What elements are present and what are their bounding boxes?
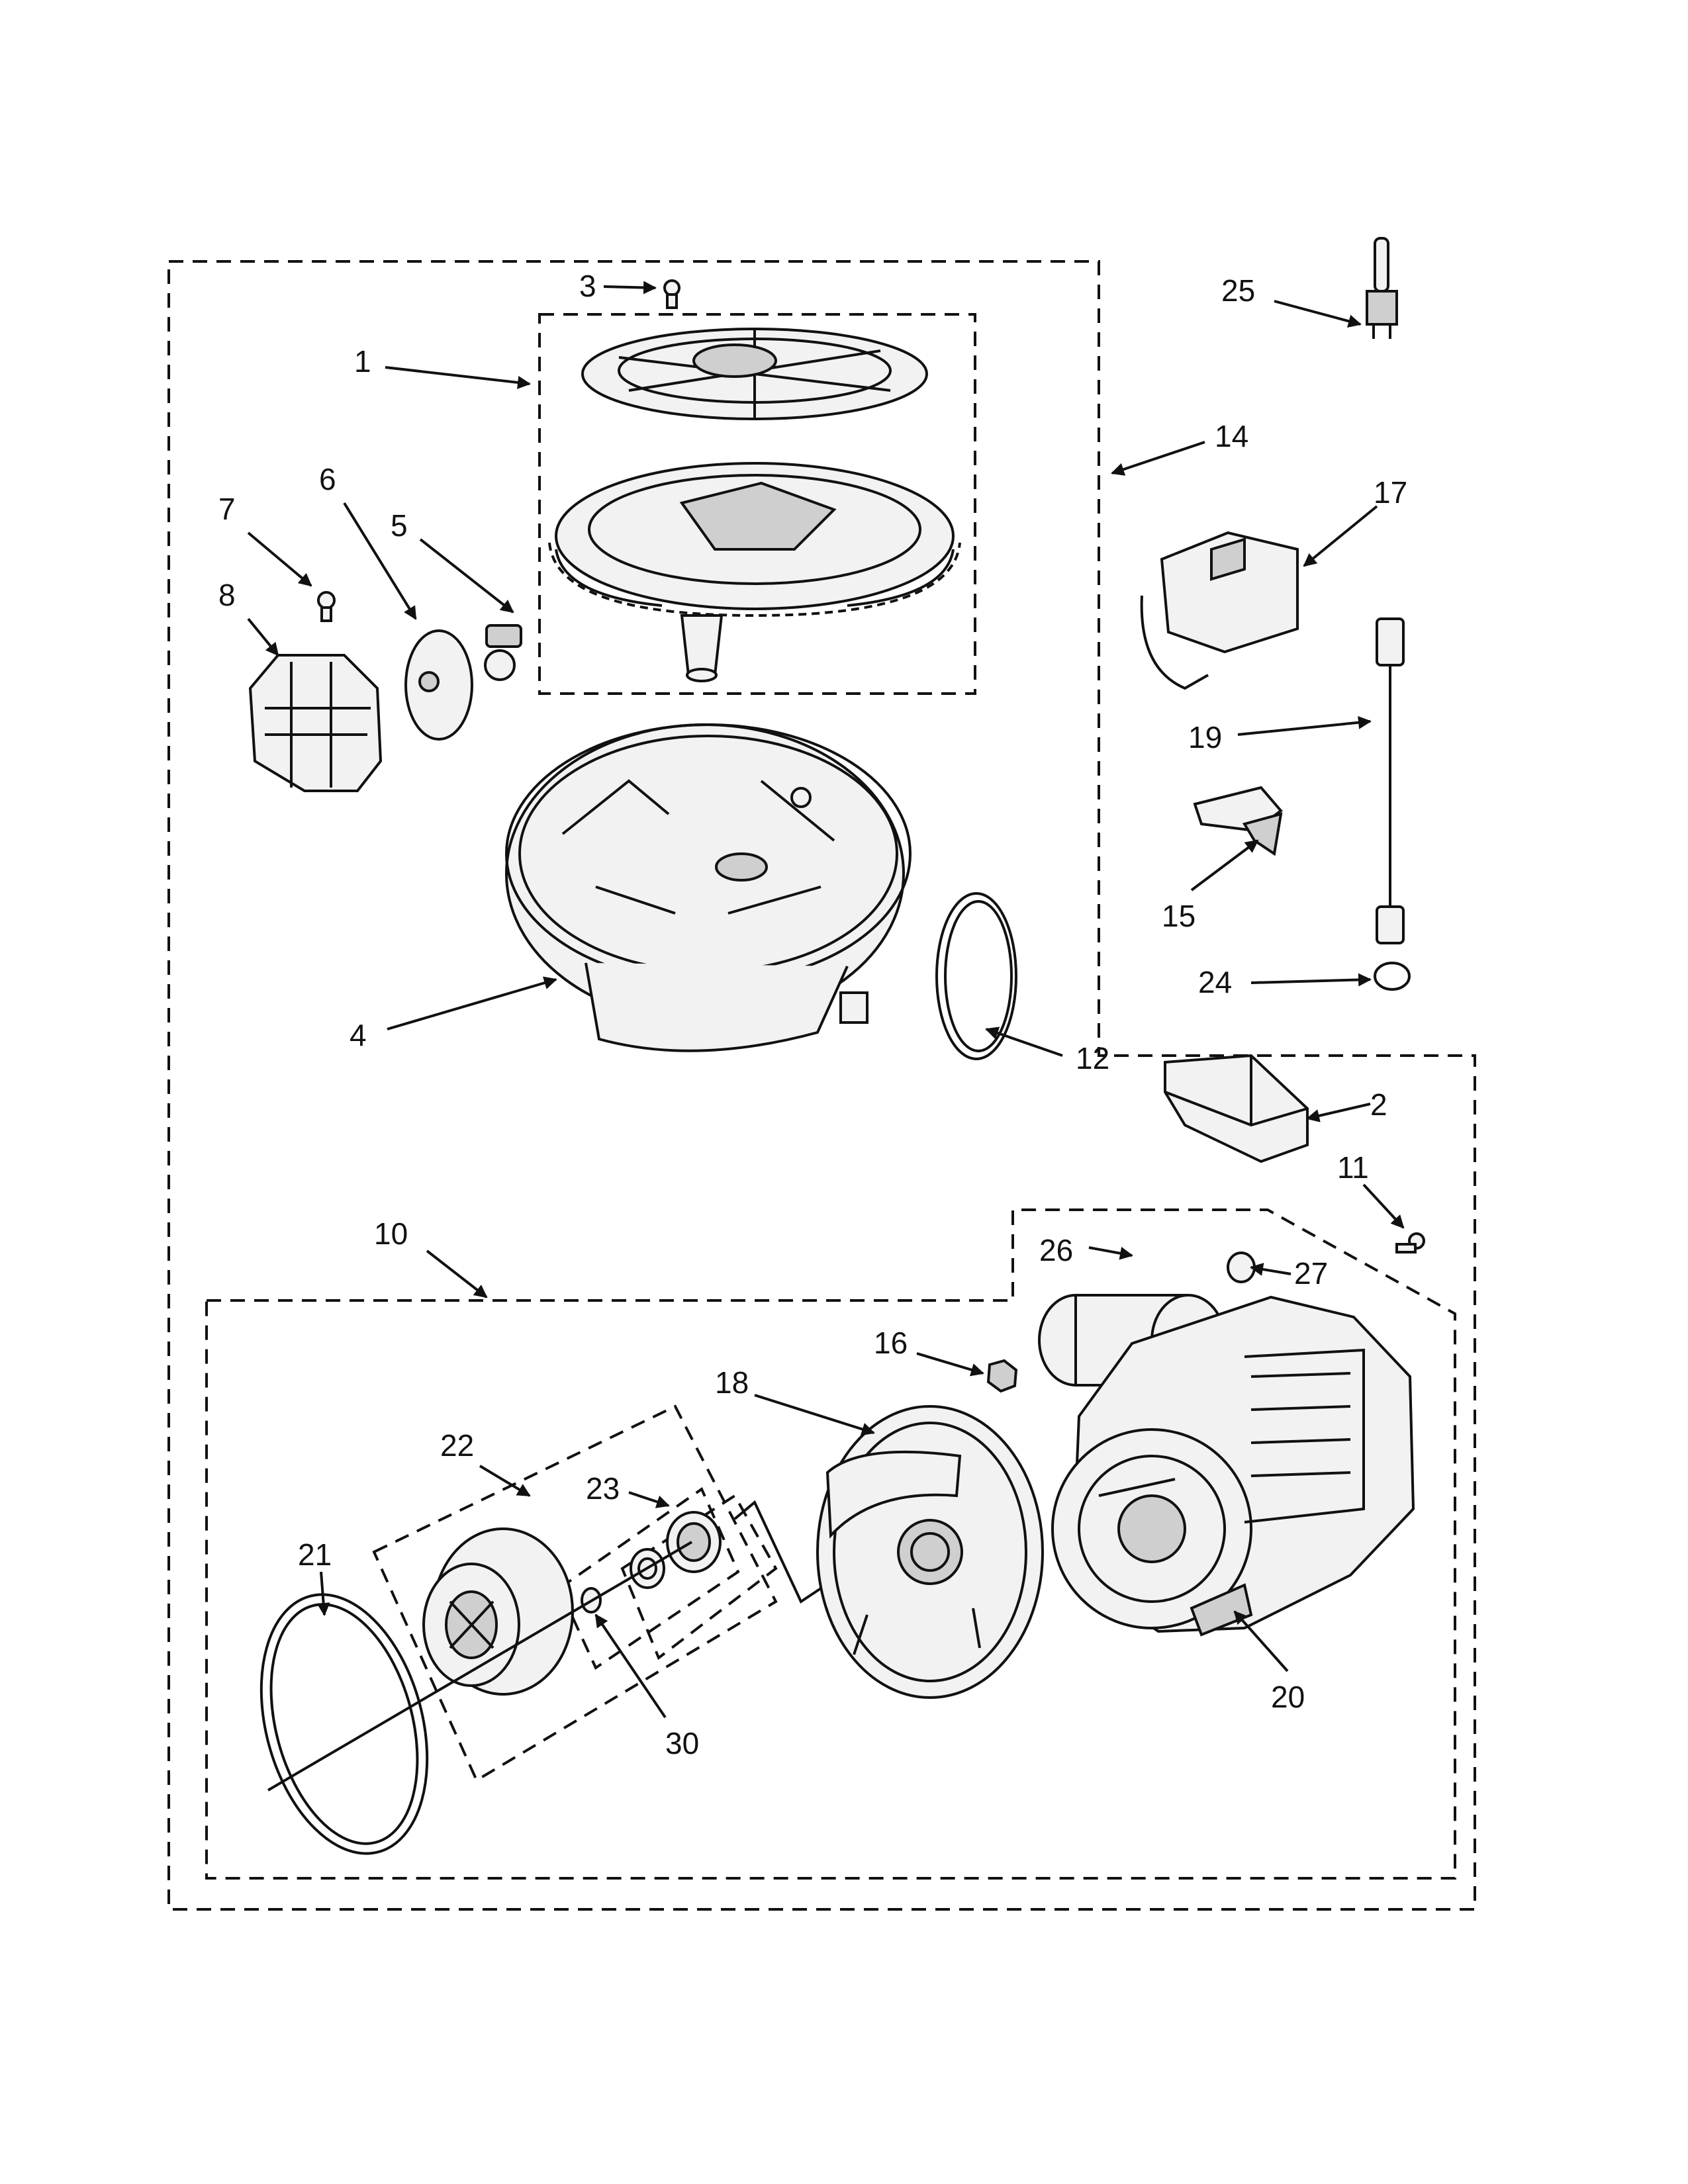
- callout-12: 12: [1076, 1041, 1109, 1075]
- leader-22: [479, 1465, 531, 1497]
- callout-5: 5: [391, 508, 408, 543]
- callout-4: 4: [350, 1018, 367, 1052]
- seal-group-boundary: [557, 1486, 740, 1670]
- main-assembly-boundary: [167, 260, 1476, 1911]
- part-27-washer: [1227, 1251, 1256, 1283]
- part-20-motor: [1051, 1295, 1415, 1637]
- part-17-diverter: [1140, 531, 1299, 690]
- seal-subgroup-boundary: [620, 1494, 778, 1661]
- leader-18: [754, 1394, 875, 1436]
- callout-3: 3: [579, 269, 596, 303]
- callout-1: 1: [354, 344, 371, 379]
- leader-16: [916, 1352, 984, 1377]
- callout-24: 24: [1198, 965, 1232, 999]
- leader-1: [385, 366, 531, 389]
- callout-19: 19: [1188, 720, 1222, 754]
- part-6-disc: [404, 629, 473, 741]
- callout-6: 6: [319, 462, 336, 496]
- callout-20: 20: [1271, 1680, 1305, 1714]
- part-16-nut: [986, 1359, 1018, 1393]
- leader-2: [1306, 1103, 1371, 1122]
- pump-group-boundary: [205, 1208, 1456, 1880]
- leader-25: [1274, 300, 1362, 328]
- callout-7: 7: [218, 492, 236, 526]
- callout-17: 17: [1374, 475, 1407, 510]
- leader-14: [1111, 441, 1205, 476]
- part-4-sump: [505, 723, 912, 1052]
- callout-15: 15: [1162, 899, 1196, 933]
- callout-8: 8: [218, 578, 236, 612]
- leader-8: [247, 617, 279, 657]
- part-22-impeller: [422, 1527, 574, 1696]
- part-19-hose: [1376, 617, 1405, 944]
- part-18-pump-housing: [816, 1405, 1044, 1699]
- part-1-spray-arm-assembly: [548, 328, 961, 682]
- leader-12: [985, 1026, 1063, 1057]
- part-12-gasket: [935, 892, 1017, 1060]
- leader-24: [1250, 973, 1372, 987]
- callout-26: 26: [1039, 1233, 1073, 1267]
- leader-17: [1303, 505, 1378, 567]
- part-15-clip: [1193, 786, 1283, 856]
- part-5-clip: [484, 624, 522, 681]
- part-7-screw: [317, 591, 336, 622]
- leader-19: [1237, 715, 1372, 736]
- callout-22: 22: [440, 1428, 474, 1463]
- leader-5: [419, 538, 514, 614]
- part-23-seal: [666, 1511, 722, 1573]
- impeller-group-boundary: [372, 1404, 778, 1782]
- leader-23: [628, 1491, 670, 1508]
- callout-21: 21: [298, 1537, 332, 1572]
- callout-14: 14: [1215, 419, 1248, 453]
- part-21-ring-seal: [259, 1593, 429, 1855]
- leader-4: [387, 976, 557, 1030]
- leader-15: [1190, 839, 1259, 891]
- part-8-housing: [248, 654, 383, 792]
- leader-30: [594, 1614, 667, 1719]
- assembly-axis-line: [267, 1541, 693, 1792]
- leader-6: [343, 502, 417, 620]
- leader-10: [426, 1250, 488, 1298]
- callout-10: 10: [374, 1216, 408, 1251]
- leader-26: [1088, 1246, 1133, 1260]
- callout-27: 27: [1294, 1256, 1328, 1291]
- leader-3: [603, 281, 657, 295]
- leader-7: [247, 531, 312, 587]
- callout-18: 18: [715, 1365, 749, 1400]
- leader-20: [1233, 1610, 1289, 1672]
- part-11-screw: [1395, 1232, 1425, 1253]
- callout-23: 23: [586, 1471, 620, 1506]
- part-25-sensor: [1366, 237, 1398, 339]
- part-3-screw: [663, 279, 680, 309]
- part-2-cover: [1164, 1054, 1309, 1163]
- leader-11: [1362, 1183, 1405, 1229]
- callout-25: 25: [1221, 273, 1255, 308]
- leader-21: [316, 1571, 330, 1616]
- callout-2: 2: [1370, 1087, 1387, 1122]
- part-24-clamp: [1374, 962, 1411, 991]
- spray-arm-group-boundary: [538, 313, 976, 695]
- callout-16: 16: [874, 1326, 908, 1360]
- impeller-connector-line: [733, 1500, 822, 1604]
- leader-27: [1250, 1263, 1291, 1276]
- callout-30: 30: [665, 1726, 699, 1760]
- callout-11: 11: [1337, 1150, 1369, 1185]
